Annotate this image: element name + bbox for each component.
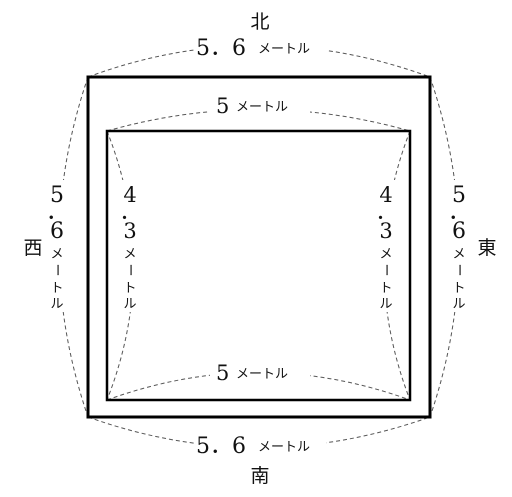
inner-right-arc [383,130,411,401]
inner-left-unit-1: メ [123,247,136,262]
outer-bottom-label: 5．6 メートル [196,434,310,459]
inner-right-unit-4: ル [379,297,392,312]
direction-north: 北 [250,11,269,33]
inner-left-unit-4: ル [123,297,136,312]
inner-left-arc [106,130,134,401]
inner-left-digit-1: 4 [123,183,136,207]
inner-top-value: 5 [216,94,229,118]
inner-left-digit-2: 3 [123,219,136,243]
inner-top-unit: メートル [236,100,288,115]
outer-dimension-arcs [58,45,460,448]
outer-left-unit-4: ル [50,297,63,312]
inner-top-arc [106,109,411,132]
outer-bottom-unit: メートル [258,440,310,455]
inner-left-unit-3: ト [123,281,136,296]
outer-wall [86,75,432,419]
direction-east: 東 [477,237,496,259]
outer-top-unit: メートル [258,42,310,57]
inner-bottom-label: 5 メートル [216,361,288,385]
outer-right-unit-4: ル [452,297,465,312]
inner-right-label: 4 ． 3 メ ー ト ル [376,183,397,312]
outer-left-digit-1: 5 [50,183,64,208]
inner-right-unit-1: メ [379,247,392,262]
direction-west: 西 [23,237,42,259]
inner-right-digit-2: 3 [379,219,392,243]
outer-top-arc [87,45,431,78]
outer-right-unit-1: メ [452,247,465,262]
inner-left-unit-2: ー [122,263,137,276]
outer-left-unit-3: ト [50,281,63,296]
outer-bottom-value: 5．6 [196,434,246,459]
outer-right-unit-3: ト [452,281,465,296]
outer-bottom-arc [87,416,431,448]
outer-left-dot: ． [46,200,68,225]
inner-left-dot: ． [120,200,141,224]
inner-right-unit-3: ト [379,281,392,296]
outer-right-digit-2: 6 [452,219,466,244]
inner-bottom-unit: メートル [236,367,288,382]
outer-left-unit-1: メ [50,247,63,262]
outer-left-label: 5 ． 6 メ ー ト ル [46,183,68,312]
inner-top-label: 5 メートル [216,94,288,118]
inner-right-digit-1: 4 [379,183,392,207]
direction-south: 南 [250,465,269,487]
inner-right-dot: ． [376,200,397,224]
outer-left-unit-2: ー [49,263,64,276]
inner-right-unit-2: ー [378,263,393,276]
outer-right-label: 5 ． 6 メ ー ト ル [448,183,470,312]
outer-right-digit-1: 5 [452,183,466,208]
inner-wall [105,129,412,402]
label-backgrounds [44,33,472,459]
outer-top-value: 5．6 [196,36,246,61]
outer-right-dot: ． [448,200,470,225]
outer-left-digit-2: 6 [50,219,64,244]
inner-dimension-arcs [106,109,411,401]
outer-right-unit-2: ー [451,263,466,276]
inner-left-label: 4 ． 3 メ ー ト ル [120,183,141,312]
inner-bottom-value: 5 [216,361,229,385]
outer-top-label: 5．6 メートル [196,36,310,61]
